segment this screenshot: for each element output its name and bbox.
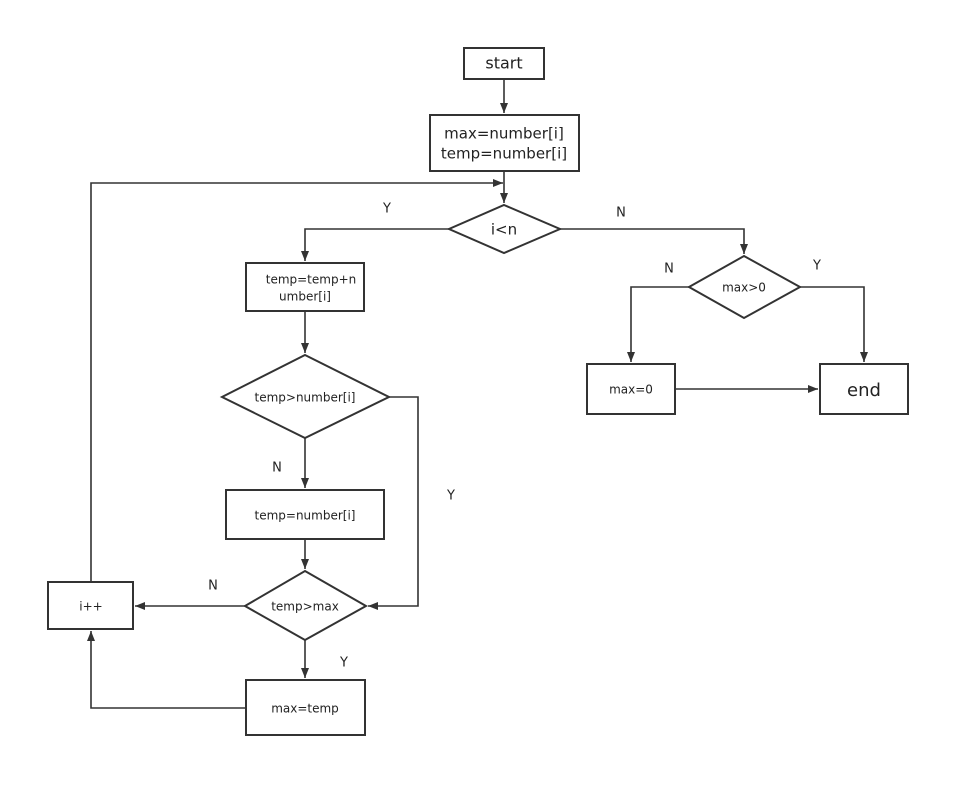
edge-cond-i-yes: [301, 228, 449, 261]
increment-label: i++: [79, 600, 102, 614]
edge-cond-number-yes: [368, 396, 419, 610]
cond-i-lt-n-label: i<n: [491, 221, 517, 239]
label-temp-gt-number-yes: Y: [446, 489, 455, 504]
label-max-gt-0-no: N: [664, 262, 674, 277]
edge-cond-i-no: [560, 228, 748, 254]
edge-max-assign-to-increment: [87, 631, 246, 709]
temp-add-label-line2: umber[i]: [279, 290, 331, 304]
label-i-lt-n-no: N: [616, 206, 626, 221]
increment-node: i++: [47, 581, 134, 630]
label-temp-gt-number-no: N: [272, 461, 282, 476]
cond-temp-gt-number-node: temp>number[i]: [219, 353, 392, 440]
max-zero-node: max=0: [586, 363, 676, 415]
init-max-label: max=number[i]: [444, 125, 564, 143]
edge-increment-loop-back: [90, 179, 503, 581]
max-zero-label: max=0: [609, 383, 653, 397]
end-label: end: [847, 380, 881, 401]
temp-add-node: temp=temp+n umber[i]: [245, 262, 365, 312]
edges: [87, 79, 868, 709]
cond-temp-gt-max-node: temp>max: [242, 569, 369, 642]
cond-i-lt-n-node: i<n: [446, 203, 563, 255]
label-temp-gt-max-yes: Y: [339, 656, 348, 671]
temp-reset-node: temp=number[i]: [225, 489, 385, 540]
start-label: start: [485, 54, 522, 73]
init-temp-label: temp=number[i]: [441, 145, 567, 163]
max-assign-label: max=temp: [271, 702, 339, 716]
cond-max-gt-0-label: max>0: [722, 281, 766, 295]
init-node: max=number[i] temp=number[i]: [429, 114, 580, 172]
start-node: start: [463, 47, 545, 80]
edge-labels: Y N N Y N Y N Y: [208, 202, 821, 671]
label-i-lt-n-yes: Y: [382, 202, 391, 217]
label-temp-gt-max-no: N: [208, 579, 218, 594]
cond-temp-gt-max-label: temp>max: [271, 600, 339, 614]
edge-cond-max0-no: [627, 286, 689, 362]
cond-max-gt-0-node: max>0: [686, 254, 803, 320]
temp-add-label-line1: temp=temp+n: [266, 273, 357, 287]
max-assign-node: max=temp: [245, 679, 366, 736]
cond-temp-gt-number-label: temp>number[i]: [255, 391, 356, 405]
end-node: end: [819, 363, 909, 415]
temp-reset-label: temp=number[i]: [255, 509, 356, 523]
edge-cond-max0-yes: [800, 286, 868, 362]
label-max-gt-0-yes: Y: [812, 259, 821, 274]
